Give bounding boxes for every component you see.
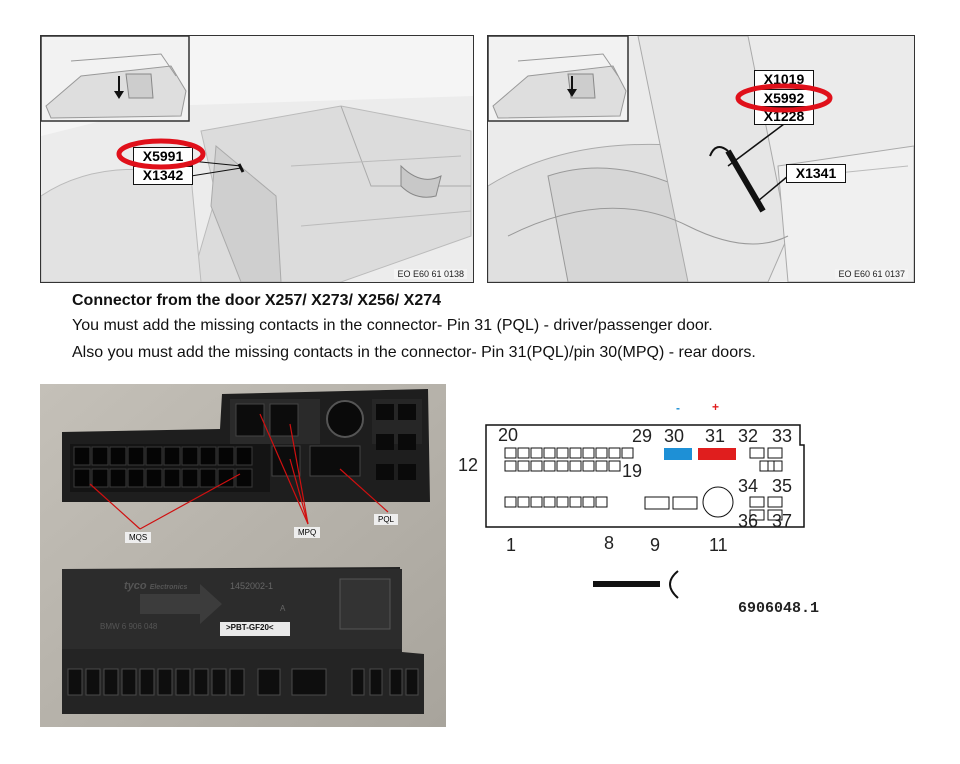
instruction-line-1: You must add the missing contacts in the… xyxy=(72,317,713,334)
label-mqs: MQS xyxy=(125,532,152,543)
instruction-line-2: Also you must add the missing contacts i… xyxy=(72,344,756,361)
housing-material: >PBT-GF20< xyxy=(226,623,274,632)
pin-label-12: 12 xyxy=(458,455,479,475)
pin-label-36: 36 xyxy=(738,511,759,531)
right-car-illustration xyxy=(488,36,914,282)
pin-label-34: 34 xyxy=(738,476,759,496)
pin-30-marker xyxy=(664,448,692,460)
connector-title: Connector from the door X257/ X273/ X256… xyxy=(72,292,442,309)
pin-label-35: 35 xyxy=(772,476,793,496)
pin-label-1: 1 xyxy=(506,535,517,555)
label-mpq: MPQ xyxy=(294,527,321,538)
housing-bmw: BMW 6 906 048 xyxy=(100,622,158,631)
label-x1341: X1341 xyxy=(786,164,846,183)
pin-label-8: 8 xyxy=(604,533,615,553)
pin-31-marker xyxy=(698,448,736,460)
highlight-ring-right xyxy=(735,83,833,113)
pin-label-29: 29 xyxy=(632,426,653,446)
minus-sign: - xyxy=(676,401,680,415)
pin-label-32: 32 xyxy=(738,426,759,446)
label-x5992: X5992 xyxy=(754,89,814,107)
label-x1342: X1342 xyxy=(133,166,193,185)
connector-photo: MQS MPQ PQL tyco Electronics 1452002-1 B… xyxy=(40,384,446,727)
housing-part: 1452002-1 xyxy=(230,581,274,591)
connector-photo-illustration xyxy=(40,384,446,727)
left-car-diagram: X5991 X1342 EO E60 61 0138 xyxy=(40,35,474,283)
pin-label-11: 11 xyxy=(709,535,728,555)
pin-label-30: 30 xyxy=(664,426,685,446)
highlight-ring-left xyxy=(116,138,206,170)
label-x1019: X1019 xyxy=(754,70,814,88)
pin-label-19: 19 xyxy=(622,461,643,481)
pinout-diagram: - + 20 29 30 31 32 33 12 19 34 35 36 37 … xyxy=(450,395,830,630)
pin-label-20: 20 xyxy=(498,425,519,445)
label-pql: PQL xyxy=(374,514,399,525)
pin-label-33: 33 xyxy=(772,426,793,446)
right-car-diagram: X1019 X5992 X1228 X1341 EO E60 61 0137 xyxy=(487,35,915,283)
ref-code-right: EO E60 61 0137 xyxy=(835,269,908,279)
left-car-illustration xyxy=(41,36,473,282)
pin-label-9: 9 xyxy=(650,535,661,555)
pin-label-31: 31 xyxy=(705,426,726,446)
housing-a-mark: A xyxy=(280,604,286,613)
instructions-text: Connector from the door X257/ X273/ X256… xyxy=(72,290,912,366)
part-number: 6906048.1 xyxy=(738,600,820,617)
plus-sign: + xyxy=(712,400,720,414)
ref-code-left: EO E60 61 0138 xyxy=(394,269,467,279)
pinout-drawing xyxy=(485,424,805,599)
pin-label-37: 37 xyxy=(772,511,793,531)
housing-brand: tyco Electronics xyxy=(124,580,188,592)
